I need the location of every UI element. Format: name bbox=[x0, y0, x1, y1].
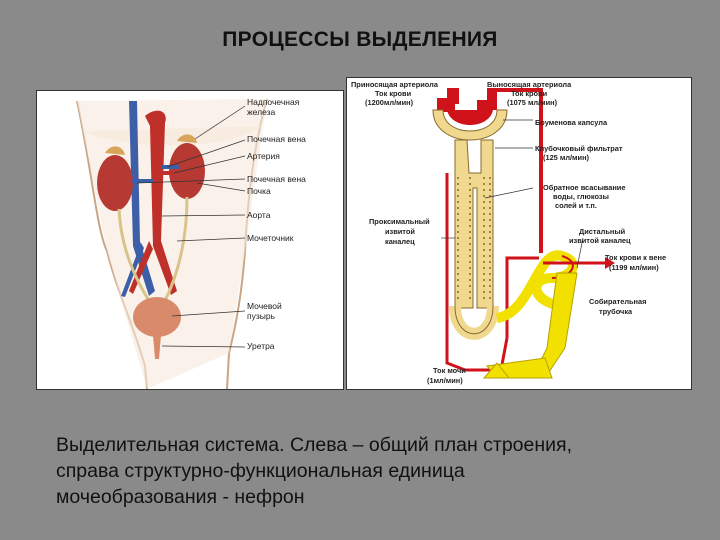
label-reabsorption-1: Обратное всасывание bbox=[543, 183, 625, 192]
label-filtrate-2: (125 мл/мин) bbox=[543, 153, 590, 162]
label-urine-1: Ток мочи bbox=[433, 366, 466, 375]
label-renal-vein-2: Почечная вена bbox=[247, 174, 306, 184]
svg-text:Обратное всасывание: Обратное всасывание bbox=[543, 183, 625, 192]
svg-text:Почечная вена: Почечная вена bbox=[247, 134, 306, 144]
svg-text:Дистальный: Дистальный bbox=[579, 227, 626, 236]
efferent-arteriole bbox=[477, 88, 497, 110]
label-filtrate-1: Клубочковый фильтрат bbox=[535, 144, 623, 153]
label-renal-vein-1: Почечная вена bbox=[247, 134, 306, 144]
svg-text:Уретра: Уретра bbox=[247, 341, 275, 351]
svg-text:Выносящая артериола: Выносящая артериола bbox=[487, 80, 572, 89]
svg-text:Собирательная: Собирательная bbox=[589, 297, 646, 306]
right-kidney bbox=[169, 143, 205, 199]
svg-text:Ток мочи: Ток мочи bbox=[433, 366, 466, 375]
svg-text:пузырь: пузырь bbox=[247, 311, 276, 321]
label-bowman: Боуменова капсула bbox=[535, 118, 608, 127]
label-afferent-1: Приносящая артериола bbox=[351, 80, 439, 89]
label-proximal-3: каналец bbox=[385, 237, 415, 246]
label-urine-2: (1мл/мин) bbox=[427, 376, 463, 385]
label-kidney: Почка bbox=[247, 186, 271, 196]
svg-text:Мочевой: Мочевой bbox=[247, 301, 282, 311]
svg-text:извитой каналец: извитой каналец bbox=[569, 236, 631, 245]
label-ureter: Мочеточник bbox=[247, 233, 294, 243]
label-adrenal-1: Надпочечная bbox=[247, 97, 300, 107]
left-kidney bbox=[97, 155, 133, 211]
label-distal-2: извитой каналец bbox=[569, 236, 631, 245]
svg-text:Надпочечная: Надпочечная bbox=[247, 97, 300, 107]
svg-text:(125 мл/мин): (125 мл/мин) bbox=[543, 153, 590, 162]
label-artery: Артерия bbox=[247, 151, 280, 161]
svg-text:Мочеточник: Мочеточник bbox=[247, 233, 294, 243]
caption-line-1: Выделительная система. Слева – общий пла… bbox=[56, 432, 706, 458]
svg-text:(1мл/мин): (1мл/мин) bbox=[427, 376, 463, 385]
svg-text:Аорта: Аорта bbox=[247, 210, 271, 220]
label-distal-1: Дистальный bbox=[579, 227, 626, 236]
svg-text:Ток крови: Ток крови bbox=[375, 89, 412, 98]
figure-caption: Выделительная система. Слева – общий пла… bbox=[56, 432, 706, 510]
caption-line-3: мочеобразования - нефрон bbox=[56, 484, 706, 510]
label-reabsorption-3: солей и т.п. bbox=[555, 201, 597, 210]
svg-text:Почечная вена: Почечная вена bbox=[247, 174, 306, 184]
svg-text:(1075 мл/мин): (1075 мл/мин) bbox=[507, 98, 558, 107]
svg-text:каналец: каналец bbox=[385, 237, 415, 246]
svg-text:трубочка: трубочка bbox=[599, 307, 633, 316]
nephron-figure: Приносящая артериола Ток крови (1200мл/м… bbox=[346, 77, 692, 390]
label-proximal-1: Проксимальный bbox=[369, 217, 430, 226]
svg-text:(1200мл/мин): (1200мл/мин) bbox=[365, 98, 414, 107]
glomerulus bbox=[447, 110, 493, 125]
urinary-system-figure: Надпочечная железа Почечная вена Артерия… bbox=[36, 90, 344, 390]
svg-text:Клубочковый фильтрат: Клубочковый фильтрат bbox=[535, 144, 623, 153]
caption-line-2: справа структурно-функциональная единица bbox=[56, 458, 706, 484]
label-proximal-2: извитой bbox=[385, 227, 415, 236]
svg-text:воды, глюкозы: воды, глюкозы bbox=[553, 192, 609, 201]
svg-text:Боуменова капсула: Боуменова капсула bbox=[535, 118, 608, 127]
nephron-illustration: Приносящая артериола Ток крови (1200мл/м… bbox=[347, 78, 691, 389]
label-efferent-1: Выносящая артериола bbox=[487, 80, 572, 89]
label-bladder-2: пузырь bbox=[247, 311, 276, 321]
label-reabsorption-2: воды, глюкозы bbox=[553, 192, 609, 201]
svg-text:Приносящая артериола: Приносящая артериола bbox=[351, 80, 439, 89]
label-collecting-2: трубочка bbox=[599, 307, 633, 316]
loop-of-henle bbox=[455, 306, 493, 334]
svg-text:извитой: извитой bbox=[385, 227, 415, 236]
label-afferent-2: Ток крови bbox=[375, 89, 412, 98]
label-afferent-3: (1200мл/мин) bbox=[365, 98, 414, 107]
label-adrenal-2: железа bbox=[247, 107, 276, 117]
label-collecting-1: Собирательная bbox=[589, 297, 646, 306]
proximal-tubule bbox=[455, 140, 493, 308]
afferent-arteriole bbox=[447, 88, 459, 104]
urinary-system-illustration: Надпочечная железа Почечная вена Артерия… bbox=[37, 91, 343, 389]
svg-text:Ток крови к вене: Ток крови к вене bbox=[605, 253, 666, 262]
label-bladder-1: Мочевой bbox=[247, 301, 282, 311]
label-venous-1: Ток крови к вене bbox=[605, 253, 666, 262]
svg-text:Ток крови: Ток крови bbox=[511, 89, 548, 98]
svg-text:солей и т.п.: солей и т.п. bbox=[555, 201, 597, 210]
svg-text:Проксимальный: Проксимальный bbox=[369, 217, 430, 226]
label-urethra: Уретра bbox=[247, 341, 275, 351]
svg-text:(1199 мл/мин): (1199 мл/мин) bbox=[609, 263, 659, 272]
label-aorta: Аорта bbox=[247, 210, 271, 220]
svg-text:железа: железа bbox=[247, 107, 276, 117]
label-venous-2: (1199 мл/мин) bbox=[609, 263, 659, 272]
svg-text:Почка: Почка bbox=[247, 186, 271, 196]
slide-title: ПРОЦЕССЫ ВЫДЕЛЕНИЯ bbox=[0, 28, 720, 52]
label-efferent-3: (1075 мл/мин) bbox=[507, 98, 558, 107]
label-efferent-2: Ток крови bbox=[511, 89, 548, 98]
bladder bbox=[133, 297, 181, 337]
svg-text:Артерия: Артерия bbox=[247, 151, 280, 161]
